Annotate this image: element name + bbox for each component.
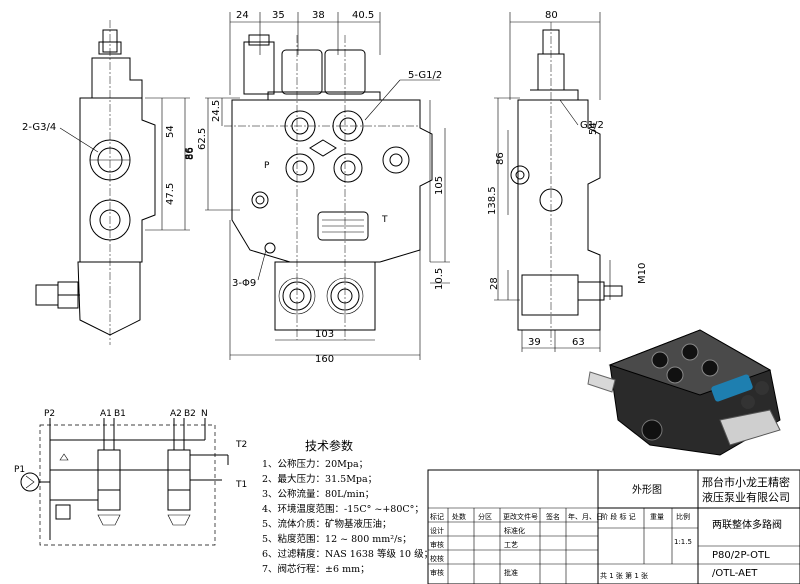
schematic-p2: P2 xyxy=(44,409,55,419)
dim-right-80: 80 xyxy=(545,10,558,21)
title-block xyxy=(427,469,800,584)
schematic-a2: A2 xyxy=(170,409,182,419)
dim-front-24-5: 24.5 xyxy=(211,100,222,122)
body-mark-t: T xyxy=(381,215,388,225)
tb-header: 处数 xyxy=(452,512,466,521)
tb-row: 审核 xyxy=(430,568,444,577)
tb-row: 校核 xyxy=(430,554,444,563)
dim-right-54: 54 xyxy=(588,122,599,135)
tb-col-scale: 比例 xyxy=(676,512,690,521)
dim-front-86: 86 xyxy=(184,147,195,160)
dim-right-63: 63 xyxy=(572,337,585,348)
model-line-1: P80/2P-OTL xyxy=(712,550,770,561)
port-label-g12-5: 5-G1/2 xyxy=(408,70,442,81)
hydraulic-schematic xyxy=(20,418,229,546)
schematic-b1: B1 xyxy=(114,409,126,419)
schematic-a1: A1 xyxy=(100,409,112,419)
dim-left-54: 54 xyxy=(165,125,176,138)
tb-header: 分区 xyxy=(478,512,492,521)
dim-front-105: 105 xyxy=(434,176,445,195)
dim-left-86: 86 xyxy=(185,147,196,160)
tb-header: 更改文件号 xyxy=(503,512,538,521)
tb-header: 标记 xyxy=(430,512,444,521)
drawing-label: 外形图 xyxy=(632,484,662,496)
dim-right-39: 39 xyxy=(528,337,541,348)
dim-top-40-5: 40.5 xyxy=(352,10,374,21)
dim-right-86: 86 xyxy=(495,152,506,165)
tb-row: 设计 xyxy=(430,526,444,535)
dim-right-m10: M10 xyxy=(637,263,648,284)
dim-front-160: 160 xyxy=(315,354,334,365)
port-label-g34: 2-G3/4 xyxy=(22,122,56,133)
tb-col-weight: 重量 xyxy=(650,513,664,521)
tb-header: 年、月、日 xyxy=(568,512,603,521)
spec-line: 6、过滤精度：NAS 1638 等级 10 级； xyxy=(262,548,433,560)
schematic-n: N xyxy=(201,409,208,419)
dim-front-103: 103 xyxy=(315,329,334,340)
port-label-g12: G1/2 xyxy=(580,120,604,131)
spec-line: 1、公称压力：20Mpa； xyxy=(262,458,368,470)
spec-line: 5、流体介质：矿物基液压油； xyxy=(262,518,392,530)
schematic-t2: T2 xyxy=(235,440,247,450)
left-side-view xyxy=(35,20,190,345)
schematic-p1: P1 xyxy=(14,465,25,475)
spec-line: 5、粘度范围：12 ~ 800 mm²/s； xyxy=(262,533,412,545)
company-line-1: 邢台市小龙王精密 xyxy=(702,475,790,489)
dim-front-62-5: 62.5 xyxy=(197,128,208,150)
dim-front-10-5: 10.5 xyxy=(434,268,445,290)
schematic-b2: B2 xyxy=(184,409,196,419)
spec-line: 7、阀芯行程：±6 mm； xyxy=(262,563,370,575)
tb-col-stage: 阶 段 标 记 xyxy=(601,512,636,521)
tb-row: 审核 xyxy=(430,540,444,549)
valve-3d-render xyxy=(587,329,781,456)
company-line-2: 液压泵业有限公司 xyxy=(702,490,790,504)
dim-right-138-5: 138.5 xyxy=(487,186,498,215)
front-view: T P xyxy=(205,12,450,360)
dim-top-35: 35 xyxy=(272,10,285,21)
sheet-info: 共 1 张 第 1 张 xyxy=(600,571,648,580)
spec-line: 2、最大压力：31.5Mpa； xyxy=(262,473,377,485)
scale-value: 1:1.5 xyxy=(674,538,692,546)
schematic-t1: T1 xyxy=(235,480,247,490)
dim-right-28: 28 xyxy=(489,277,500,290)
model-line-2: /OTL-AET xyxy=(712,568,758,579)
right-side-view xyxy=(494,12,623,352)
product-name: 两联整体多路阀 xyxy=(712,518,782,531)
dim-left-47-5: 47.5 xyxy=(165,183,176,205)
dim-top-38: 38 xyxy=(312,10,325,21)
tb-row: 工艺 xyxy=(504,541,518,549)
tb-header: 签名 xyxy=(546,512,560,521)
dim-top-24: 24 xyxy=(236,10,249,21)
tb-row: 批准 xyxy=(504,568,518,577)
specs-title: 技术参数 xyxy=(305,438,353,453)
body-mark-p: P xyxy=(264,161,270,171)
spec-line: 3、公称流量：80L/min； xyxy=(262,488,374,500)
spec-line: 4、环境温度范围：-15C° ~+80C°； xyxy=(262,503,424,515)
hole-label-phi9: 3-Φ9 xyxy=(232,278,256,289)
tb-row: 标准化 xyxy=(504,526,525,535)
